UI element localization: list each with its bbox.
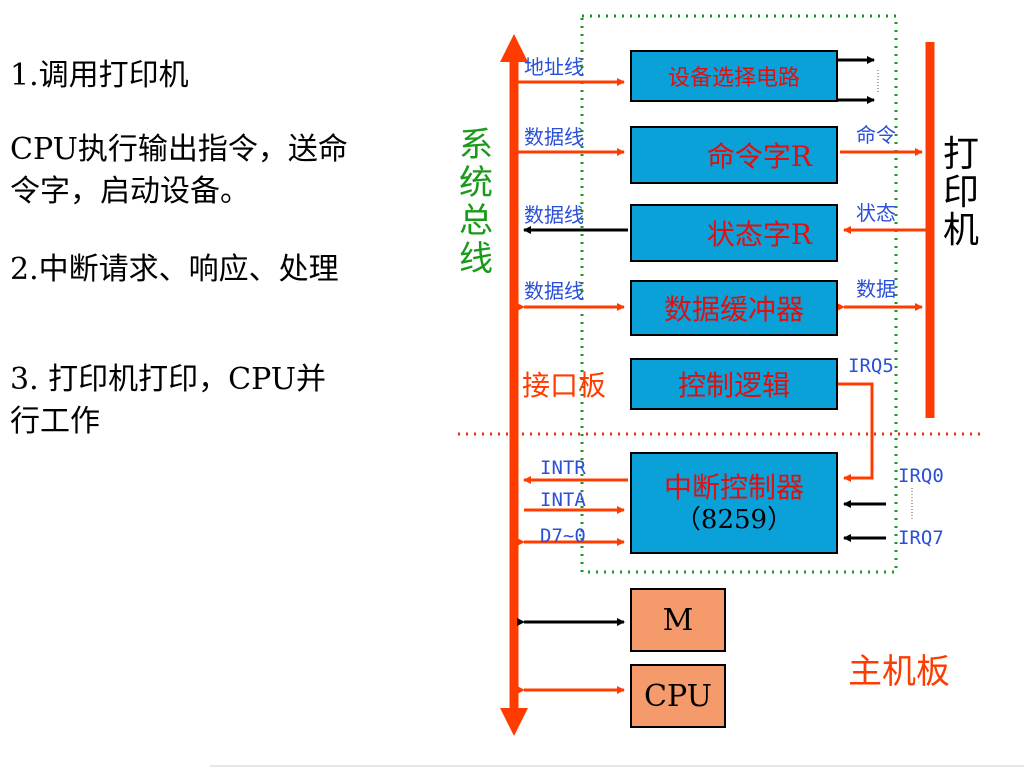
step-1-detail-line2: 令字，启动设备。 [10,174,250,209]
printer-char: 印 [942,172,979,213]
cpu-box: CPU [630,664,726,728]
data-line-label-buffer: 数据线 [524,279,584,303]
d7-0-label: D7~0 [540,525,586,547]
system-bus-arrow-top [500,34,528,62]
interrupt-controller: 中断控制器 （8259） [630,452,838,554]
step-1-detail-line1: CPU执行输出指令，送命 [10,132,348,167]
inta-label: INTA [540,489,586,511]
data-line-label-status: 数据线 [524,203,584,227]
interrupt-controller-model: （8259） [674,505,794,535]
system-bus-char: 统 [459,163,493,203]
irq7-label: IRQ7 [898,527,944,549]
status-label: 状态 [856,201,896,225]
interrupt-controller-name: 中断控制器 [663,471,804,504]
system-bus-char: 系 [459,125,493,165]
system-bus-label: 系 统 总 线 [456,126,496,278]
command-register: 命令字R [630,126,838,184]
status-register: 状态字R [630,204,838,262]
step-2: 2.中断请求、响应、处理 [10,252,339,287]
data-line-label-cmd: 数据线 [524,125,584,149]
printer-char: 打 [942,134,979,175]
printer-label: 打 印 机 [938,136,984,250]
control-logic: 控制逻辑 [630,358,838,410]
memory-box: M [630,588,726,652]
irq5-label: IRQ5 [848,355,894,377]
device-select-circuit: 设备选择电路 [630,50,838,102]
step-3-line2: 行工作 [10,404,100,439]
irq0-label: IRQ0 [898,465,944,487]
step-3-line1: 3. 打印机打印，CPU并 [10,362,327,397]
system-bus-char: 线 [459,239,493,279]
interface-board-border [580,14,898,574]
address-line-label: 地址线 [524,55,584,79]
interface-board-title: 接口板 [522,369,607,402]
data-buffer: 数据缓冲器 [630,280,838,336]
data-label: 数据 [856,277,896,301]
system-bus-arrow-bottom [500,708,528,736]
step-1: 1.调用打印机 [10,58,189,93]
intr-label: INTR [540,457,586,479]
command-label: 命令 [856,123,896,147]
printer-char: 机 [942,210,979,251]
system-bus-char: 总 [459,201,493,241]
mainboard-title: 主机板 [848,652,950,692]
